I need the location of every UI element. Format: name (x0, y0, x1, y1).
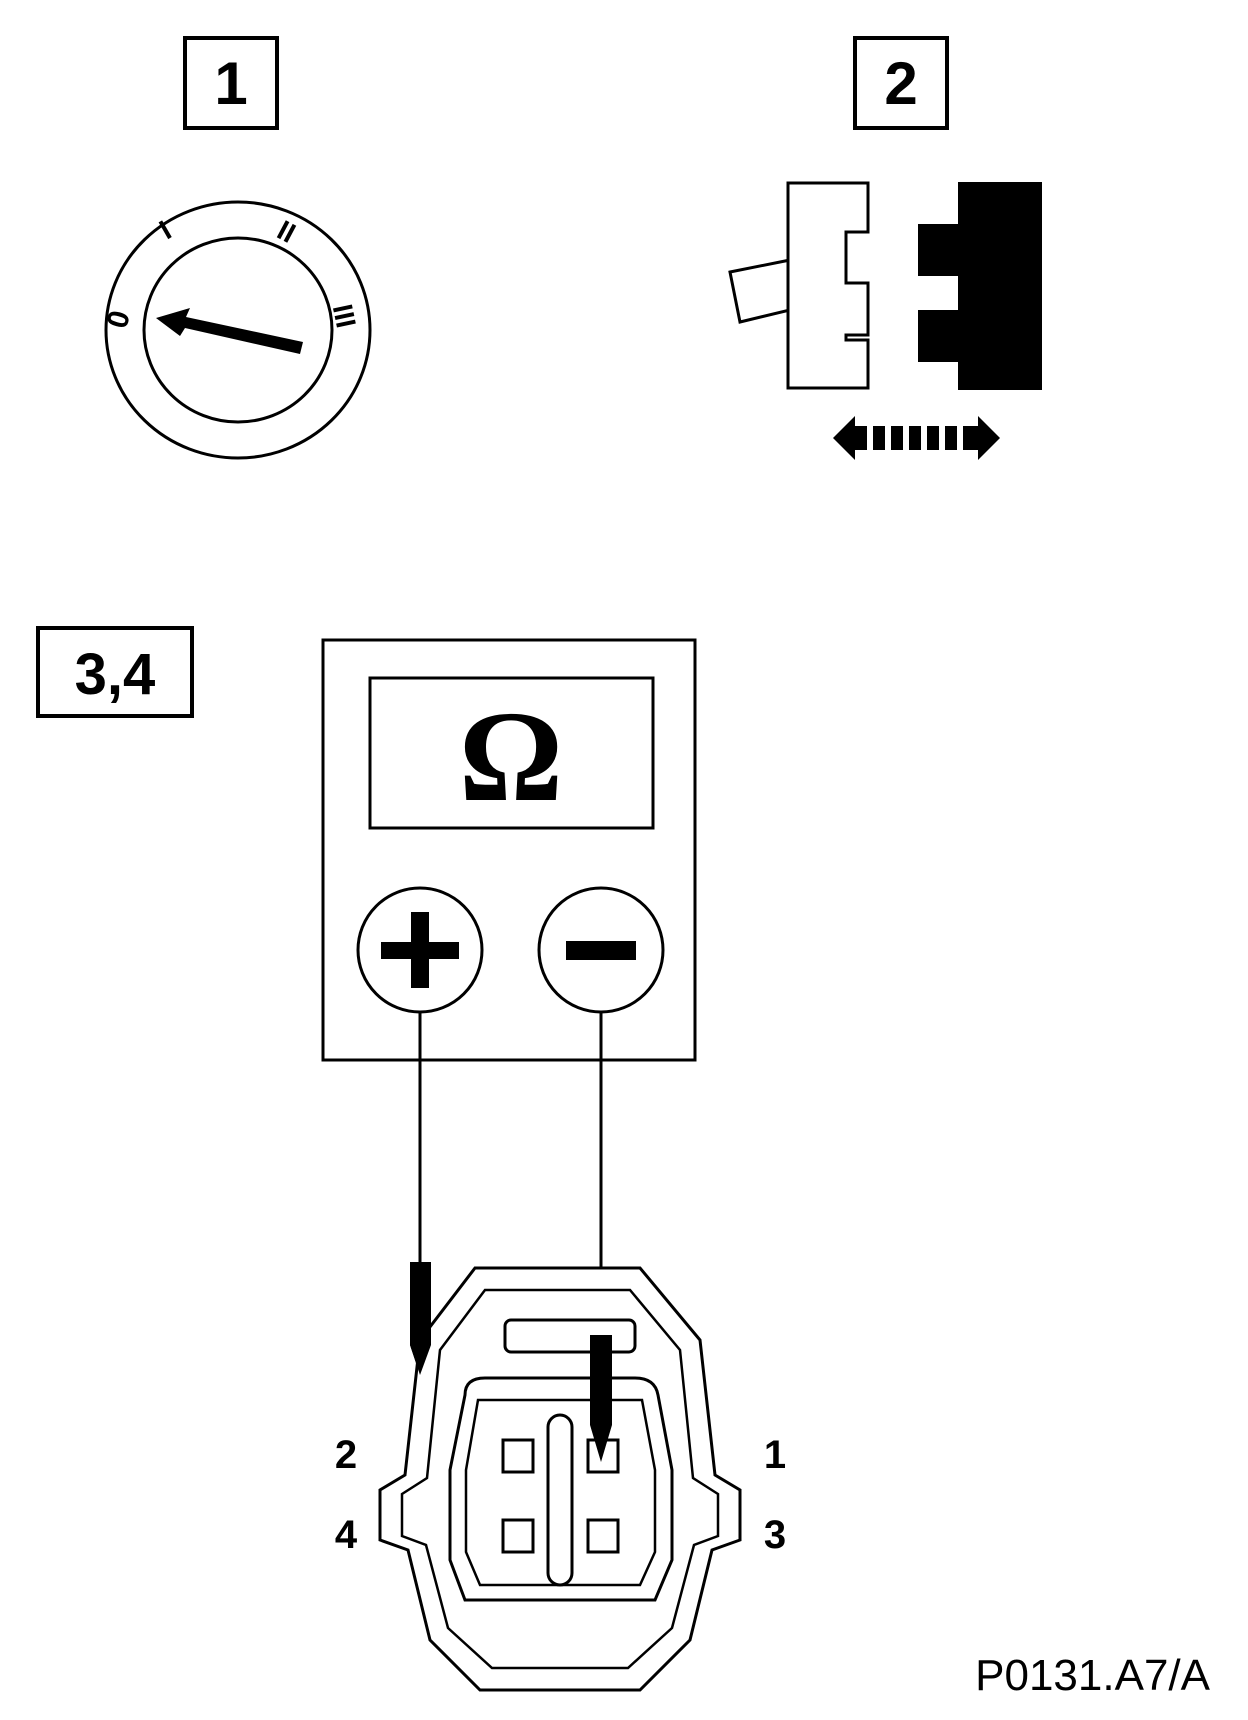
step-3-4-label: 3,4 (75, 642, 156, 707)
ohm-symbol: Ω (459, 685, 563, 829)
pin-label-1: 1 (764, 1433, 786, 1477)
ignition-switch-icon: 0 I II III (101, 200, 372, 460)
pin-label-2: 2 (335, 1433, 357, 1477)
pin-label-4: 4 (335, 1513, 358, 1557)
pin-2-socket (501, 1438, 535, 1474)
step-2-box: 2 (853, 36, 949, 130)
minus-terminal (537, 886, 665, 1014)
multimeter-display (368, 676, 655, 830)
plus-terminal (356, 886, 484, 1014)
step-1-box: 1 (183, 36, 279, 130)
connector-disconnect-icon (728, 181, 1042, 460)
multimeter: Ω (321, 638, 697, 1062)
reference-code: P0131.A7/A (975, 1651, 1210, 1700)
step-2-label: 2 (884, 50, 917, 117)
key-pointer-arrow (156, 308, 303, 354)
step-1-label: 1 (214, 50, 247, 117)
step-3-4-box: 3,4 (36, 626, 194, 718)
sensor-connector: 1 2 3 4 (335, 1266, 786, 1692)
pin-3-socket (586, 1518, 620, 1554)
pin-label-3: 3 (764, 1513, 786, 1557)
pin-4-socket (501, 1518, 535, 1554)
minus-icon (566, 941, 636, 960)
separate-double-arrow (833, 416, 1000, 460)
